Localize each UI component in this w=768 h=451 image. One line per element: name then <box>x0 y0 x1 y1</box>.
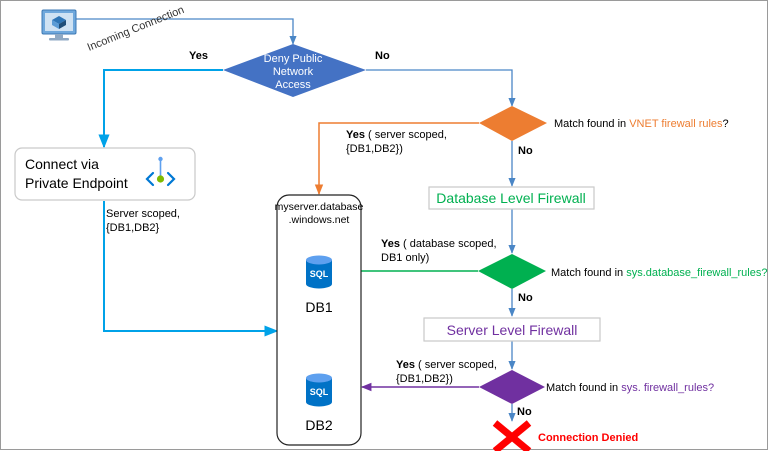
deny-label-line1: Deny Public <box>264 53 323 65</box>
srv-fw-yes-bold: Yes <box>396 359 415 371</box>
srv-fw-yes-line1: Yes ( server scoped, <box>396 359 497 371</box>
server-firewall-decision <box>479 370 545 404</box>
vnet-yes-line1: Yes ( server scoped, <box>346 129 447 141</box>
vnet-yes-text: ( server scoped, <box>365 129 447 141</box>
incoming-connection-label: Incoming Connection <box>86 4 186 54</box>
db-fw-no-label: No <box>518 292 533 304</box>
vnet-question-suffix: ? <box>723 118 729 130</box>
deny-no-connector <box>366 69 516 107</box>
sql-database-icon: SQL <box>306 373 332 407</box>
pe-scope-line1: Server scoped, <box>106 208 180 220</box>
database-firewall-decision <box>478 254 546 289</box>
srv-fw-yes-text: ( server scoped, <box>415 359 497 371</box>
db-fw-yes-bold: Yes <box>381 238 400 250</box>
deny-label-line2: Network <box>273 66 314 78</box>
vnet-firewall-decision <box>479 106 547 141</box>
db-fw-question: Match found in sys.database_firewall_rul… <box>551 267 767 279</box>
private-endpoint-box <box>14 147 196 201</box>
db-fw-yes-text: ( database scoped, <box>400 238 497 250</box>
srv-fw-no-label: No <box>517 406 532 418</box>
database-firewall-label: Database Level Firewall <box>436 190 585 206</box>
sql-database-icon: SQL <box>306 255 332 289</box>
monitor-icon <box>41 9 77 41</box>
vnet-yes-connector <box>314 122 479 196</box>
vnet-question-highlight: VNET firewall rules <box>629 118 723 130</box>
db-fw-yes-line1: Yes ( database scoped, <box>381 238 497 250</box>
srv-fw-question: Match found in sys. firewall_rules? <box>546 382 714 394</box>
db2-label: DB2 <box>305 417 332 433</box>
pe-scope-line2: {DB1,DB2} <box>106 222 160 234</box>
private-endpoint-line1: Connect via <box>25 156 99 172</box>
database-firewall-box <box>428 186 595 210</box>
srv-fw-yes-line2: {DB1,DB2}) <box>396 373 453 385</box>
sql-label: SQL <box>310 269 329 279</box>
db-fw-question-prefix: Match found in <box>551 267 626 279</box>
vnet-no-label: No <box>518 145 533 157</box>
deny-label-line3: Access <box>275 79 311 91</box>
db-fw-yes-line2: DB1 only) <box>381 252 429 264</box>
vnet-yes-line2: {DB1,DB2}) <box>346 143 403 155</box>
srv-fw-question-prefix: Match found in <box>546 382 621 394</box>
connection-denied-label: Connection Denied <box>538 432 638 444</box>
vnet-question-prefix: Match found in <box>554 118 629 130</box>
sql-label: SQL <box>310 387 329 397</box>
server-name-line1: myserver.database <box>275 201 364 213</box>
server-container <box>276 194 362 446</box>
deny-yes-connector <box>98 69 223 149</box>
vnet-yes-bold: Yes <box>346 129 365 141</box>
srv-fw-question-highlight: sys. firewall_rules? <box>621 382 714 394</box>
db1-label: DB1 <box>305 299 332 315</box>
private-endpoint-line2: Private Endpoint <box>25 175 128 191</box>
server-name-line2: .windows.net <box>289 214 350 226</box>
private-endpoint-icon <box>145 156 176 187</box>
red-x-icon <box>492 420 532 451</box>
deny-no-label: No <box>375 50 390 62</box>
server-firewall-box <box>423 317 601 342</box>
server-firewall-label: Server Level Firewall <box>447 322 578 338</box>
private-endpoint-connector <box>103 201 279 337</box>
db-fw-question-highlight: sys.database_firewall_rules? <box>626 267 767 279</box>
vnet-question: Match found in VNET firewall rules? <box>554 118 729 130</box>
deny-yes-label: Yes <box>189 50 208 62</box>
deny-public-access-decision <box>223 44 366 97</box>
